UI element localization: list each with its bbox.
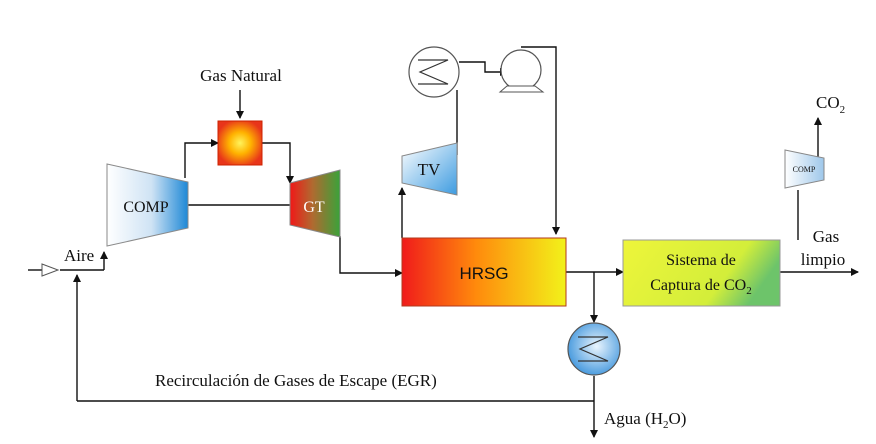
- steam-turbine: TV: [401, 142, 458, 196]
- hrsg-label: HRSG: [459, 264, 508, 283]
- capture-label-line2: Captura de CO2: [650, 277, 751, 297]
- co2-compressor: COMP: [784, 149, 825, 189]
- connection-lines: [28, 46, 859, 438]
- heat-exchanger-coil-icon: [418, 59, 449, 85]
- hrsg: HRSG: [401, 237, 567, 307]
- clean-gas-label-line2: limpio: [801, 250, 845, 269]
- steam-turbine-label: TV: [418, 160, 441, 179]
- compressor: COMP: [106, 163, 189, 247]
- compressor-label: COMP: [123, 199, 168, 216]
- co2-compressor-label: COMP: [793, 165, 816, 174]
- gas-natural-label: Gas Natural: [200, 66, 282, 85]
- combustor: [217, 120, 263, 166]
- clean-gas-label-line1: Gas: [813, 227, 839, 246]
- water-label: Agua (H2O): [604, 409, 686, 431]
- condenser: [408, 46, 460, 98]
- air-label: Aire: [64, 246, 94, 265]
- gas-turbine-label: GT: [303, 199, 325, 216]
- co2-capture-system: Sistema de Captura de CO2: [622, 239, 781, 307]
- air-inlet-icon: [41, 263, 60, 277]
- gas-turbine: GT: [289, 169, 341, 238]
- pump: [498, 49, 545, 93]
- egr-label: Recirculación de Gases de Escape (EGR): [155, 371, 437, 390]
- heat-exchanger-coil-icon: [578, 336, 609, 362]
- co2-product-label: CO2: [816, 93, 845, 116]
- egr-cooler: [567, 322, 621, 376]
- capture-label-line1: Sistema de: [666, 252, 736, 269]
